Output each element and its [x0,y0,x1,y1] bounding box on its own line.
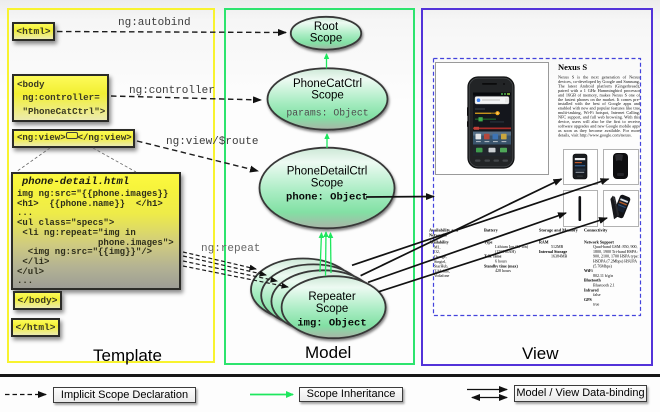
svg-text:Scope: Scope [311,178,344,190]
svg-text:img: Object: img: Object [297,318,366,330]
svg-text:Scope: Scope [310,33,343,45]
svg-text:Scope: Scope [311,90,344,102]
svg-text:params: Object: params: Object [286,108,368,119]
svg-text:Repeater: Repeater [308,291,355,303]
svg-text:phone: Object: phone: Object [286,192,368,204]
svg-text:PhoneDetailCtrl: PhoneDetailCtrl [287,166,368,178]
svg-text:Root: Root [314,21,339,33]
svg-text:PhoneCatCtrl: PhoneCatCtrl [293,78,362,90]
svg-text:Scope: Scope [316,303,349,315]
